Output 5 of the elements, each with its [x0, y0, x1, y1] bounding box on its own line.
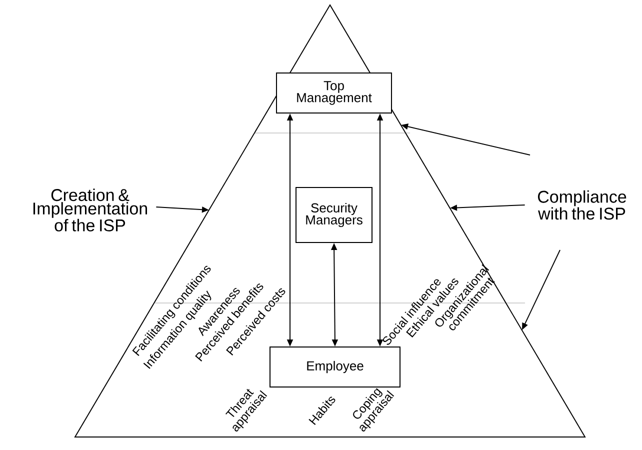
role-box: Employee: [270, 346, 400, 388]
role-box: Security Managers: [296, 187, 372, 243]
side-label: Compliance with the ISP: [538, 190, 626, 220]
role-box: Top Management: [276, 72, 392, 114]
side-label: Creation & Implementation of the ISP: [33, 188, 147, 232]
